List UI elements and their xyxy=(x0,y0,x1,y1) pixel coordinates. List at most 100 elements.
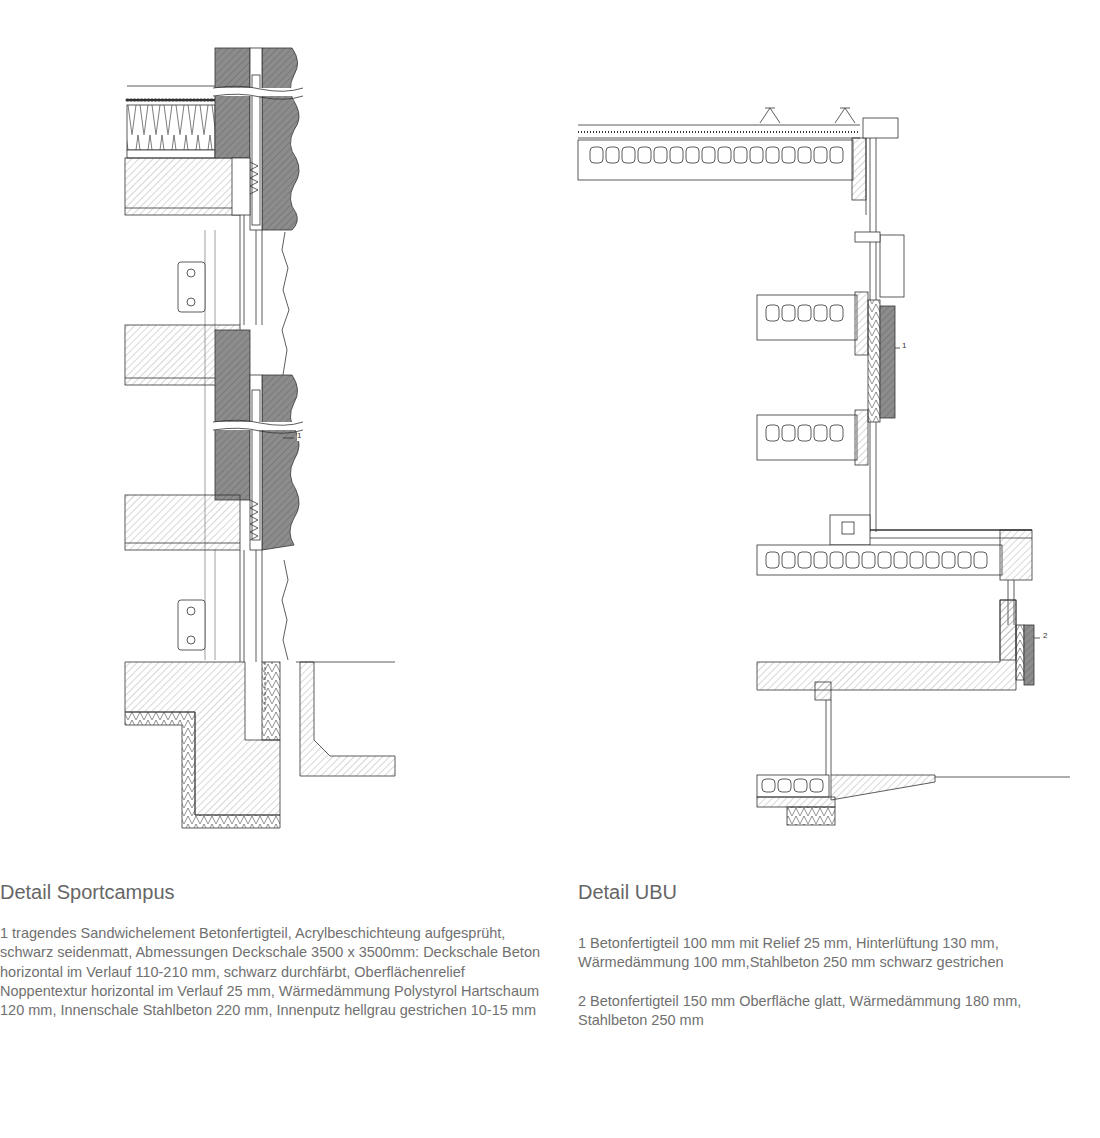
break-line xyxy=(213,86,303,91)
roof-support xyxy=(835,108,855,123)
slab-void xyxy=(778,779,791,792)
callout-number: 1 xyxy=(297,432,301,441)
roof-layer xyxy=(578,125,860,126)
column-line xyxy=(215,550,216,660)
gasket xyxy=(250,162,258,194)
precast-panel xyxy=(215,330,250,500)
slab-void xyxy=(814,552,827,568)
upstand xyxy=(830,515,870,545)
slab-void xyxy=(814,147,827,163)
slab-void xyxy=(606,147,619,163)
roof-membrane xyxy=(127,86,215,87)
slab-edge xyxy=(855,292,868,355)
glazing xyxy=(870,138,871,300)
roof-layer xyxy=(127,150,215,158)
insulation-layer xyxy=(250,48,262,230)
gasket xyxy=(250,500,258,540)
slab-edge xyxy=(1000,530,1032,580)
glazing xyxy=(876,422,877,532)
slab-void xyxy=(734,147,747,163)
slab-void xyxy=(766,305,779,321)
bolt xyxy=(187,269,195,277)
slab-void xyxy=(894,552,907,568)
curtain-line xyxy=(282,560,288,660)
curtain-line xyxy=(282,232,289,375)
slab-void xyxy=(762,779,775,792)
slab-void xyxy=(862,552,875,568)
slab-void xyxy=(942,552,955,568)
relief-panel xyxy=(262,48,299,230)
roof-insulation xyxy=(127,105,215,150)
slab-void xyxy=(830,552,843,568)
slab-void xyxy=(846,552,859,568)
leader-line xyxy=(283,438,294,439)
perimeter-insulation xyxy=(262,662,280,740)
bracket-plate xyxy=(178,262,205,312)
slab-void xyxy=(782,552,795,568)
slab-void xyxy=(670,147,683,163)
slab-void xyxy=(590,147,603,163)
sportcampus-section xyxy=(125,48,395,828)
slab-void xyxy=(810,779,823,792)
bolt xyxy=(187,298,195,306)
ubu-section xyxy=(578,108,1070,825)
slab-void xyxy=(782,147,795,163)
break-line xyxy=(213,428,303,433)
floor-slab xyxy=(125,495,240,550)
slab-void xyxy=(926,552,939,568)
slab-void xyxy=(702,147,715,163)
hollow-core-slab xyxy=(757,545,1002,575)
glazing xyxy=(876,138,877,300)
glazing xyxy=(831,700,832,775)
slab-void xyxy=(830,305,843,321)
drain-line xyxy=(265,662,266,710)
slab-void xyxy=(910,552,923,568)
bolt xyxy=(187,636,195,644)
window-frame xyxy=(240,215,241,325)
floor-slab xyxy=(757,600,1016,690)
break-line xyxy=(213,420,303,425)
hollow-core-slab xyxy=(757,415,857,460)
foundation xyxy=(757,797,835,807)
relief-panel xyxy=(262,375,299,550)
slab-void xyxy=(782,425,795,441)
roof-support xyxy=(760,108,780,123)
retaining-wall xyxy=(300,662,395,776)
foundation xyxy=(125,662,280,815)
glazing xyxy=(262,550,263,662)
slab-void xyxy=(958,552,971,568)
slab-void xyxy=(654,147,667,163)
slab-void xyxy=(766,425,779,441)
slab-void xyxy=(766,552,779,568)
leader-line xyxy=(1034,638,1040,639)
window-frame xyxy=(240,550,241,662)
hollow-core-slab xyxy=(757,295,857,340)
insulation-layer xyxy=(868,300,880,422)
slab-void xyxy=(798,425,811,441)
column-line xyxy=(215,230,216,330)
slab-void xyxy=(750,147,763,163)
glazing xyxy=(826,700,827,775)
precast-panel xyxy=(215,48,250,158)
detail-heading: Detail Sportcampus xyxy=(0,880,540,904)
relief-panel xyxy=(880,306,895,418)
detail-heading: Detail UBU xyxy=(578,880,1088,904)
glazing xyxy=(866,138,867,215)
glazing xyxy=(262,230,263,325)
slab-void xyxy=(814,305,827,321)
insulation-outline xyxy=(252,75,260,225)
slab-void xyxy=(638,147,651,163)
bracket-plate xyxy=(178,600,205,650)
insulation-layer xyxy=(250,375,262,550)
threshold xyxy=(831,775,935,800)
slab-void xyxy=(878,552,891,568)
floor-slab xyxy=(125,158,240,215)
slab-void xyxy=(718,147,731,163)
slab-void xyxy=(798,552,811,568)
slab-edge xyxy=(855,410,868,465)
insulation-layer xyxy=(1016,625,1024,680)
slab-voids xyxy=(590,147,987,792)
glazing xyxy=(256,230,257,325)
callout-number: 2 xyxy=(1043,632,1047,641)
slab-void xyxy=(830,147,843,163)
